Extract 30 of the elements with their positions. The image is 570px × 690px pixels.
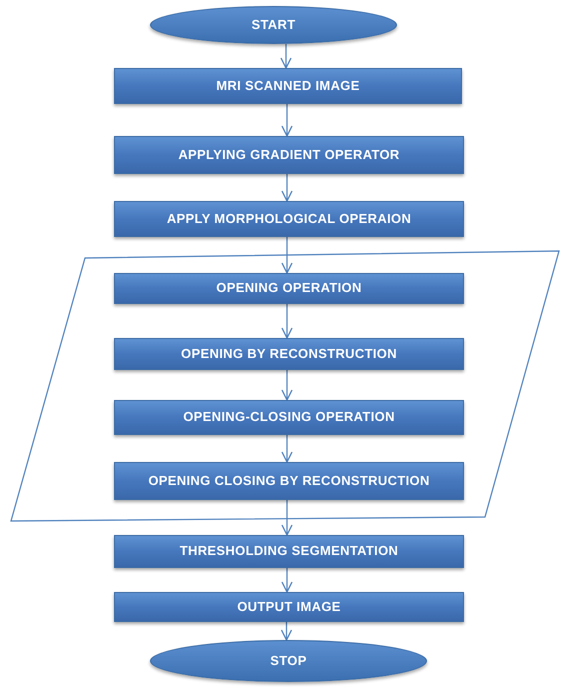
step-label: THRESHOLDING SEGMENTATION bbox=[180, 543, 398, 560]
arrow bbox=[281, 568, 293, 593]
process-box bbox=[114, 273, 464, 304]
process-box bbox=[114, 68, 462, 104]
step-label: APPLYING GRADIENT OPERATOR bbox=[178, 146, 400, 164]
arrow bbox=[280, 44, 292, 69]
arrow bbox=[281, 370, 293, 401]
process-box bbox=[114, 592, 464, 622]
arrow bbox=[281, 435, 293, 463]
step-label: OPENING BY RECONSTRUCTION bbox=[181, 346, 397, 362]
process-box bbox=[114, 201, 464, 237]
step-label: START bbox=[252, 16, 296, 34]
process-box bbox=[114, 136, 464, 174]
step-label: STOP bbox=[270, 652, 307, 670]
arrow bbox=[281, 304, 293, 339]
process-box bbox=[114, 400, 464, 435]
step-label: OPENING CLOSING BY RECONSTRUCTION bbox=[148, 472, 430, 490]
step-label: APPLY MORPHOLOGICAL OPERAION bbox=[166, 210, 412, 228]
arrow bbox=[280, 622, 292, 641]
arrow bbox=[281, 104, 293, 137]
process-box bbox=[114, 535, 464, 568]
arrow bbox=[281, 237, 293, 274]
step-label: OPENING-CLOSING OPERATION bbox=[183, 409, 395, 426]
arrow bbox=[281, 174, 293, 202]
step-label: OUTPUT IMAGE bbox=[237, 598, 341, 616]
step-label: MRI SCANNED IMAGE bbox=[216, 78, 360, 94]
arrow bbox=[281, 500, 293, 536]
step-label: OPENING OPERATION bbox=[216, 280, 362, 297]
process-box bbox=[114, 338, 464, 370]
process-box bbox=[114, 462, 464, 500]
